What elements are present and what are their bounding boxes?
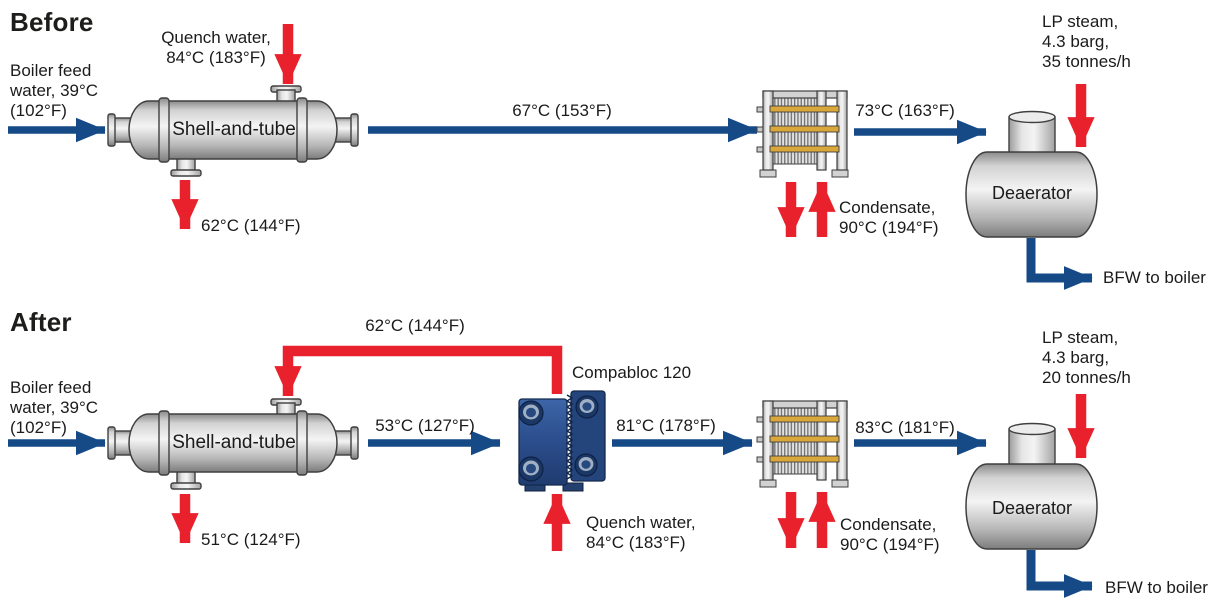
label-shell-drain-after: 51°C (124°F) <box>201 530 301 549</box>
plate-preheater-before <box>756 90 849 178</box>
label-shell-outlet-after: 53°C (127°F) <box>375 416 475 435</box>
label-bfw-out-before: BFW to boiler <box>1103 268 1206 287</box>
label-preheater-outlet-before: 73°C (163°F) <box>855 101 955 120</box>
label-shell-drain-before: 62°C (144°F) <box>201 216 301 235</box>
label-recycle-after: 62°C (144°F) <box>365 316 465 335</box>
label-preheater-outlet-after: 83°C (181°F) <box>855 418 955 437</box>
label-compabloc-after: Compabloc 120 <box>572 363 692 382</box>
label-boiler-feed-before: Boiler feed water, 39°C (102°F) <box>10 61 99 120</box>
section-title-before: Before <box>10 7 94 37</box>
label-lp-steam-after: LP steam, 4.3 barg, 20 tonnes/h <box>1042 328 1131 387</box>
plate-preheater-after <box>756 400 849 488</box>
pipe-recycle-after <box>274 345 563 397</box>
label-condensate-before: Condensate, 90°C (194°F) <box>839 198 939 237</box>
pipe-bfw-out-after <box>1026 550 1093 598</box>
label-shell-and-tube-before: Shell-and-tube <box>172 119 296 140</box>
label-deaerator-before: Deaerator <box>991 183 1073 203</box>
label-bfw-out-after: BFW to boiler <box>1105 578 1208 597</box>
label-condensate-after: Condensate, 90°C (194°F) <box>840 515 940 554</box>
label-deaerator-after: Deaerator <box>991 498 1073 518</box>
compabloc-exchanger-after <box>518 390 606 492</box>
section-title-after: After <box>10 307 72 337</box>
label-shell-and-tube-after: Shell-and-tube <box>172 432 296 453</box>
label-quench-water-after: Quench water, 84°C (183°F) <box>586 513 696 552</box>
pipe-bfw-out-before <box>1026 238 1093 290</box>
label-quench-water-before: Quench water, 84°C (183°F) <box>161 28 271 67</box>
label-compabloc-outlet-after: 81°C (178°F) <box>616 416 716 435</box>
label-lp-steam-before: LP steam, 4.3 barg, 35 tonnes/h <box>1042 12 1131 71</box>
label-shell-outlet-before: 67°C (153°F) <box>512 101 612 120</box>
label-boiler-feed-after: Boiler feed water, 39°C (102°F) <box>10 378 99 437</box>
